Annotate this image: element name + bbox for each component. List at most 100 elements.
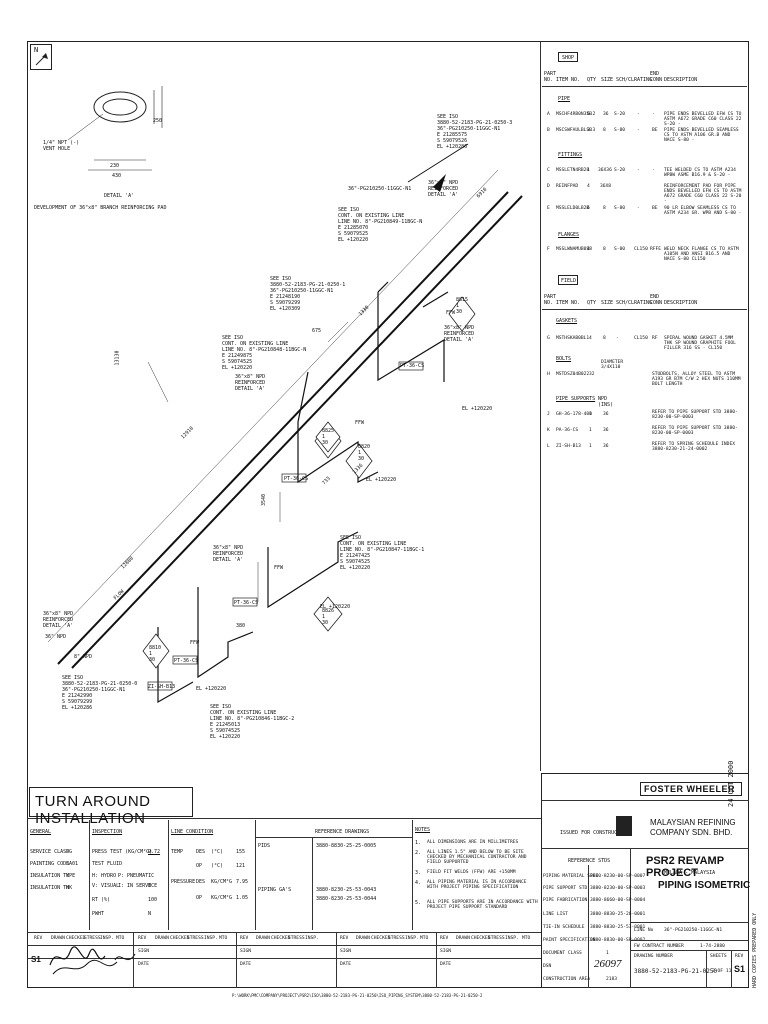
dim-230: 230 [110,163,120,169]
note-2-num: 2. [415,850,422,856]
stamp-date: 24 OCT 2000 [727,760,735,807]
ffw-tags [147,361,424,691]
fittings-header: FITTINGS [558,152,583,158]
north-label: N [34,46,39,54]
press-unit-des: KG/CM²G [211,879,233,885]
sheet-value: 2 OF 11 [712,969,732,974]
press-op-label: OP [196,895,203,901]
insulation-thk-label: INSULATION THK [30,885,73,891]
drawing-frame [27,41,749,988]
client-line-1: MALAYSIAN REFINING [650,818,736,827]
callout-line-36: 36"-PG210250-11GGC-N1 [348,186,412,192]
title-block-top-rule [27,818,542,819]
drawing-title-box: TURN AROUND INSTALLATION [29,787,193,827]
reinf-detail-low: 36"x8" NPD REINFORCED DETAIL 'A' [213,545,244,563]
divider-line-condition [255,820,256,930]
col-part-no: PART NO. [544,71,557,83]
note-4: ALL PIPING MATERIAL IS IN ACCORDANCE WIT… [427,880,527,890]
flanges-header: FLANGES [558,232,580,238]
pids-label: PIDS [258,843,271,849]
rev-col-4 [436,932,437,988]
fw-contract-value: 1-74-2880 [700,944,725,949]
reinf-detail-mid: 36"x8" NPD REINFORCED DETAIL 'A' [235,374,266,392]
field-col-rating: RATING [634,300,653,306]
press-des-label: DES [196,879,206,885]
drawing-number-rule [630,950,749,951]
label-ffw-1: FFW [446,310,456,316]
shop-header-rule [542,86,747,87]
rev-col-2 [236,932,237,988]
sign-label-3: SIGN [340,949,352,954]
elevation-4: EL +120220 [196,686,227,692]
press-des-value: 7.95 [236,879,249,885]
mto-header-5: MTO [522,936,531,941]
pwht-value: N [148,911,152,917]
press-op-value: 1.05 [236,895,249,901]
main-header-pipe [57,143,523,669]
dsn-value: 2183 [606,977,618,982]
branch-lines [157,281,449,704]
pids-value: 3880-8830-25-25-0005 [316,843,377,849]
label-ffw-4: FFW [190,640,200,646]
service-class-label: SERVICE CLASS [30,849,70,855]
rt-value: 100 [148,897,158,903]
insulation-type-label: INSULATION TYPE [30,873,76,879]
elevation-1: EL +120220 [462,406,493,412]
date-label-3: DATE [340,962,352,967]
issued-for-label: ISSUED FOR CONSTRUCTION [560,830,630,836]
label-spring: ZI-SH-B13 [148,684,176,690]
brand-name: FOSTER WHEELER [644,784,736,794]
rev-label-right: REV [735,954,744,959]
rev-col-1 [133,932,134,988]
painting-code-value: SA01 [66,861,79,867]
checked-header-3: CHECKED [271,936,291,941]
gaskets-header: GASKETS [556,318,578,324]
dimension-lines [47,169,499,643]
dim-250: 250 [153,118,163,124]
general-header: GENERAL [30,829,52,835]
temp-label: TEMP [171,849,184,855]
divider-general [89,820,90,930]
reinf-detail-right: 36"x8" NPD REINFORCED DETAIL 'A' [444,325,475,343]
brand-logo: FOSTER WHEELER [640,782,742,796]
label-npd-36: 36" NPD [45,634,67,640]
ga-2: 3880-8230-25-53-0044 [316,896,377,902]
label-support-1: PT-36-CS [400,363,425,369]
reference-stds-header: REFERENCE STDS [568,858,611,864]
signatures [49,946,136,975]
label-ffw-2: FFW [355,420,365,426]
date-label-1: DATE [138,962,150,967]
temp-des-value: 155 [236,849,246,855]
insulation-type-value: N [66,873,70,879]
rev-table-low [27,958,542,959]
p-pneumatic: P: PNEUMATIC [118,873,155,879]
line-no-value: 36"-PG210250-11GGC-N1 [664,928,723,933]
field-col-part-no: PART NO. [544,294,557,306]
col-item-no: ITEM NO. [556,77,581,83]
title-block-right [541,773,749,988]
drawn-header-5: DRAWN [456,936,470,941]
dim-380: 380 [236,623,246,629]
checked-header-4: CHECKED [371,936,391,941]
temp-op-value: 121 [236,863,246,869]
v-visual: V: VISUAL [92,883,120,889]
client-rule [541,848,749,849]
piping-gas-label: PIPING GA'S [258,887,292,893]
mto-header: MTO [116,936,125,941]
elevation-2: EL +120220 [366,477,397,483]
col-sch: SCH/CL [616,77,635,83]
ref-std-col-divider [588,865,589,988]
callout-existing-846: SEE ISO CONT. ON EXISTING LINE LINE NO. … [210,704,295,740]
insp-header-5: INSP. [505,936,519,941]
drawn-header-4: DRAWN [356,936,370,941]
inspection-header: INSPECTION [92,829,123,835]
pressure-label: PRESSURE [171,879,196,885]
drawing-title: TURN AROUND INSTALLATION [35,793,151,827]
painting-code-label: PAINTING CODE [30,861,70,867]
label-npd-8: 8" NPD [74,654,93,660]
notes-header: NOTES [415,827,431,833]
field-col-end-conn: END CONN [650,294,663,306]
sign-label-2: SIGN [240,949,252,954]
reinf-detail-top: 36"x8" NPD REINFORCED DETAIL 'A' [428,180,459,198]
insp-header-2: INSP. [204,936,218,941]
